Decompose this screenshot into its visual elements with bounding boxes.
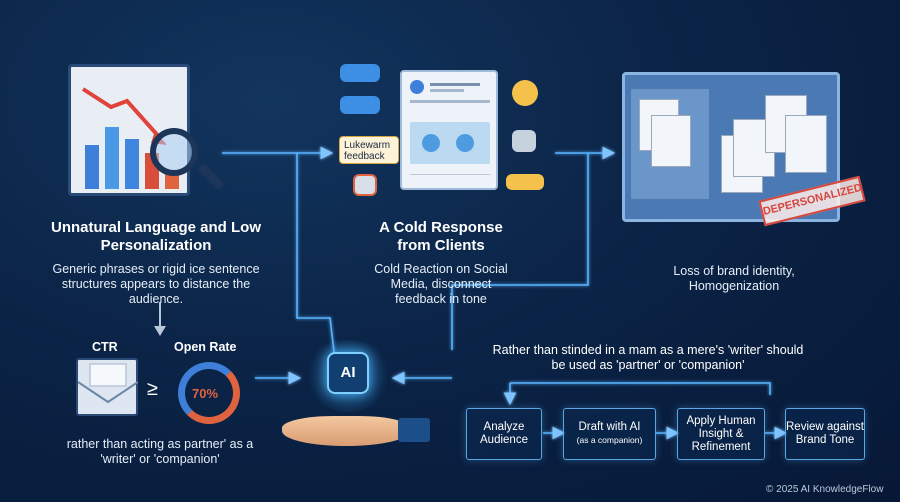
middle-panel-title: A Cold Response from Clients [379,219,503,254]
document-stack-icon [622,72,840,222]
gauge-icon [178,362,240,424]
step-label: Draft with AI [578,421,641,433]
step-label: Apply Human Insight & Refinement [686,414,756,453]
workflow-step-human-insight: Apply Human Insight & Refinement [677,408,765,460]
left-panel-title: Unnatural Language and Low Personalizati… [50,219,261,254]
post-line [430,83,480,86]
post-line [430,89,464,92]
post-image [410,122,490,164]
post-avatar [410,80,424,94]
magnifier-icon [150,128,198,176]
chat-bubble-icon [340,64,380,82]
envelope-flap [78,363,138,404]
open-rate-label: Open Rate [174,340,237,354]
ctr-label: CTR [92,340,118,354]
workflow-step-draft-with-ai: Draft with AI (as a companion) [563,408,656,460]
middle-panel-description: Cold Reaction on Social Media, disconnec… [374,262,508,306]
workflow-step-review-brand-tone: Review against Brand Tone [785,408,865,460]
open-hand-icon [282,416,410,446]
document-icon [785,115,827,173]
document-icon [651,115,691,167]
social-post-card [400,70,498,190]
sleeve [398,418,430,442]
lukewarm-feedback-bubble: Lukewarm feedback [339,136,399,164]
left-panel-description: Generic phrases or rigid ice sentence st… [52,262,260,306]
step-label: Review against Brand Tone [786,421,864,446]
step-sublabel: (as a companion) [576,435,643,445]
emoji-icon [512,80,538,106]
envelope-icon [76,358,138,416]
chat-bubble-icon [506,174,544,190]
metrics-caption: rather than acting as partner' as a 'wri… [66,437,254,466]
step-label: Analyze Audience [480,421,528,446]
chat-bubble-icon [340,96,380,114]
ai-brain-icon: AI [327,352,369,394]
post-line [410,100,490,103]
robot-icon [512,130,536,152]
comparator: ≥ [147,378,158,400]
workflow-heading: Rather than stinded in a mam as a mere's… [492,343,804,372]
robot-icon [353,174,377,196]
copyright: © 2025 AI KnowledgeFlow [766,484,884,495]
post-actions [410,174,490,182]
gauge-value: 70% [192,386,219,401]
right-panel-description: Loss of brand identity, Homogenization [673,264,795,293]
workflow-step-analyze-audience: Analyze Audience [466,408,542,460]
